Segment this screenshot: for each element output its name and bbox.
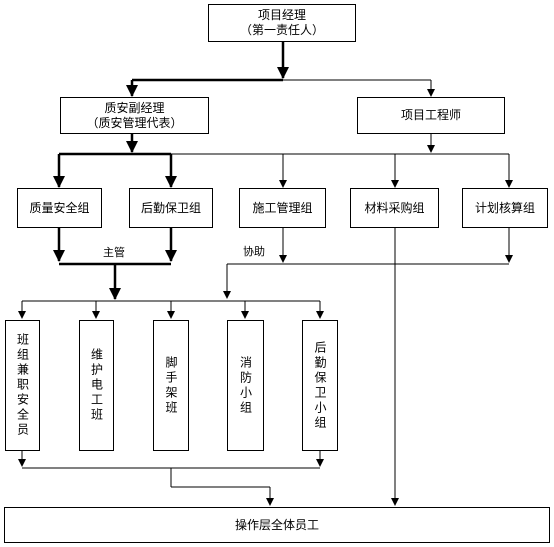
node-logistics-guard-team: 后勤保卫小组 [302,320,338,451]
node-maintenance-electrician-label: 维护电工班 [89,348,104,423]
node-planning-budget-group: 计划核算组 [462,188,548,228]
node-logistics-guard-team-label: 后勤保卫小组 [313,340,327,431]
node-project-manager: 项目经理 （第一责任人） [208,4,356,42]
node-scaffold-team-label: 脚手架班 [164,355,178,416]
node-planning-budget-label: 计划核算组 [474,200,535,215]
node-qa-deputy-manager: 质安副经理 （质安管理代表） [60,97,209,134]
node-scaffold-team: 脚手架班 [153,320,189,451]
node-quality-safety-group: 质量安全组 [17,188,102,228]
node-qa-deputy-subtitle: （质安管理代表） [86,115,183,130]
node-quality-safety-label: 质量安全组 [29,200,90,215]
node-fire-team: 消防小组 [227,320,264,451]
node-materials-purchase-label: 材料采购组 [364,200,425,215]
node-team-safety-officer: 班组兼职安全员 [5,320,40,451]
node-chief-engineer: 项目工程师 [357,97,505,134]
node-all-operating-staff: 操作层全体员工 [4,507,550,543]
edge-label-assist: 协助 [243,245,265,258]
node-construction-mgmt-group: 施工管理组 [239,188,326,228]
node-all-operating-staff-label: 操作层全体员工 [234,517,319,532]
node-construction-mgmt-label: 施工管理组 [252,200,313,215]
edge-label-main: 主管 [103,246,125,259]
node-team-safety-officer-label: 班组兼职安全员 [15,333,30,438]
node-qa-deputy-title: 质安副经理 [104,100,165,115]
node-fire-team-label: 消防小组 [238,355,253,416]
node-project-manager-subtitle: （第一责任人） [239,23,324,37]
node-project-manager-title: 项目经理 [257,8,306,22]
node-logistics-security-group: 后勤保卫组 [129,188,213,228]
node-materials-purchase-group: 材料采购组 [350,188,439,228]
node-logistics-security-label: 后勤保卫组 [140,200,201,215]
node-maintenance-electrician: 维护电工班 [79,320,114,451]
node-chief-engineer-label: 项目工程师 [400,108,461,122]
